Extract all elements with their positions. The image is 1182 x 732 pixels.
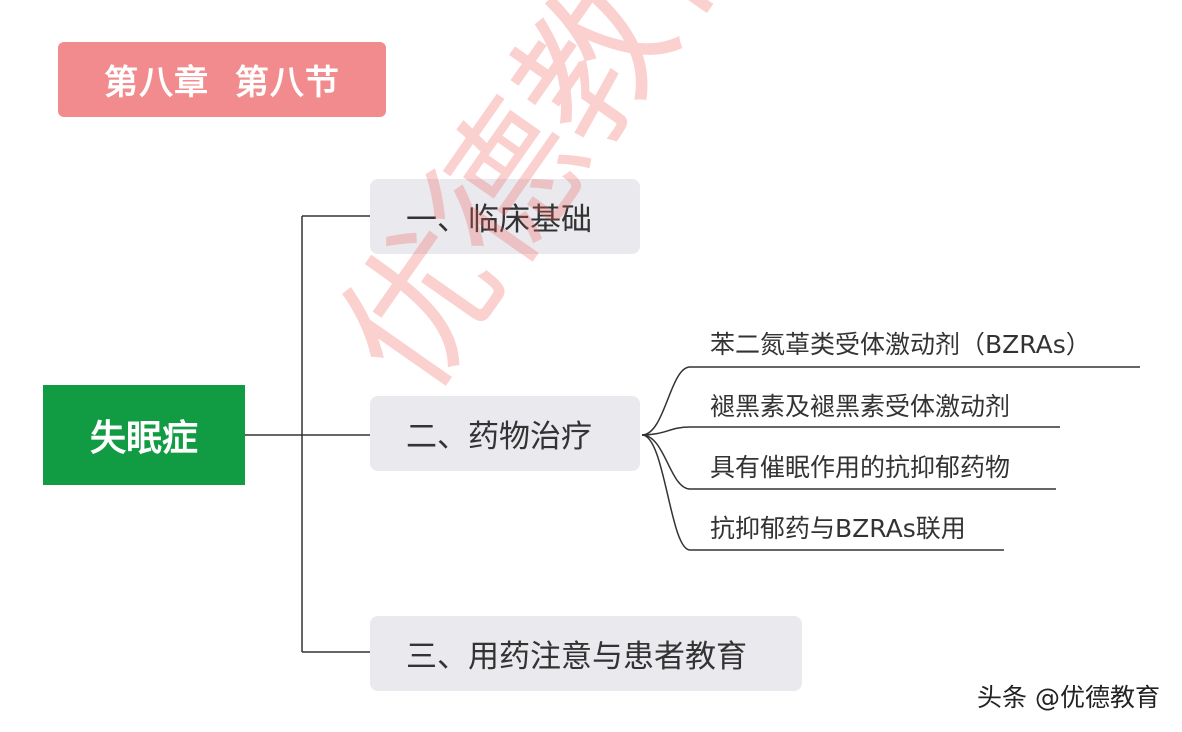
branch-node-patient-education: 三、用药注意与患者教育 <box>370 616 802 691</box>
branch-node-clinical-basis: 一、临床基础 <box>370 179 640 254</box>
root-node: 失眠症 <box>43 385 245 485</box>
connector-leaf-1 <box>641 366 1140 436</box>
leaf-combination: 抗抑郁药与BZRAs联用 <box>710 514 966 543</box>
leaf-antidepressants: 具有催眠作用的抗抑郁药物 <box>710 453 1011 482</box>
chapter-tag: 第八章 第八节 <box>58 42 386 117</box>
leaf-bzras: 苯二氮䓬类受体激动剂（BZRAs） <box>710 330 1091 359</box>
connector-leaf-3 <box>641 434 1056 490</box>
leaf-melatonin: 褪黑素及褪黑素受体激动剂 <box>710 392 1011 421</box>
connector-leaf-4 <box>641 434 1004 551</box>
footer-credit: 头条 @优德教育 <box>977 683 1160 712</box>
branch-node-drug-therapy: 二、药物治疗 <box>370 396 640 471</box>
connector-leaf-2 <box>641 426 1060 436</box>
